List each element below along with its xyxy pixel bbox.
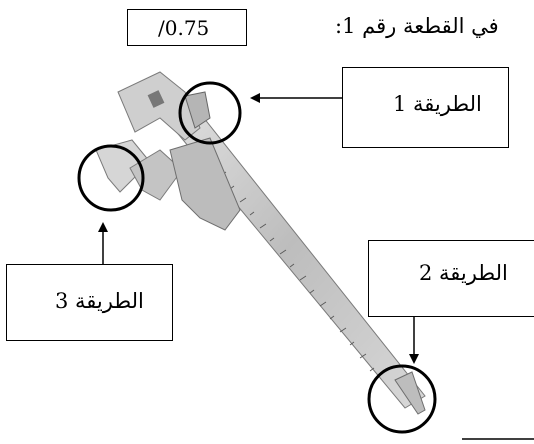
method1-label: الطريقة 1 xyxy=(393,92,482,116)
method2-label: الطريقة 2 xyxy=(419,261,508,285)
method1-box: الطريقة 1 xyxy=(342,67,509,148)
method2-box: الطريقة 2 xyxy=(368,240,534,317)
caliper-head xyxy=(117,71,201,141)
method2-circle xyxy=(367,364,437,434)
score-text: /0.75 xyxy=(158,16,210,40)
method3-box: الطريقة 3 xyxy=(6,264,173,341)
vernier-slider xyxy=(169,137,241,231)
method3-label: الطريقة 3 xyxy=(55,289,144,313)
score-box: /0.75 xyxy=(127,9,247,46)
method3-circle xyxy=(77,144,145,212)
method1-circle xyxy=(178,81,242,145)
upper-jaw xyxy=(184,91,211,129)
question-text: في القطعة رقم 1: xyxy=(335,14,499,38)
depth-rod xyxy=(394,371,426,415)
vernier-caliper xyxy=(95,71,426,415)
